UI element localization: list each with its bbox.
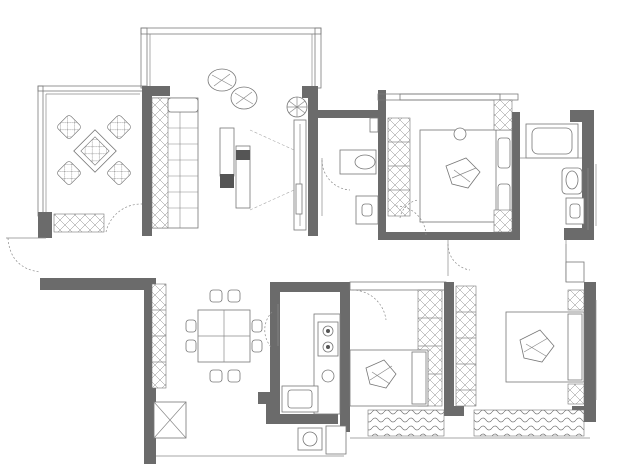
bathroom-1	[295, 117, 379, 225]
master-bed-icon	[419, 129, 513, 223]
bedroom-2	[349, 289, 443, 407]
balcony-terrace	[140, 27, 322, 89]
coffee-table-icon	[219, 127, 251, 209]
dining-area	[151, 283, 263, 389]
nightstand-icon	[493, 99, 513, 233]
fridge-icon	[281, 385, 319, 413]
kitchen	[264, 304, 341, 415]
bed-icon	[505, 311, 585, 383]
lounge-chair-icon	[207, 68, 258, 110]
stove-icon	[317, 321, 339, 357]
dining-table-icon	[185, 289, 263, 383]
wardrobe-icon	[455, 285, 477, 407]
walls	[38, 86, 596, 464]
plant-icon	[286, 96, 308, 118]
bedroom-3	[455, 285, 585, 407]
master-bedroom	[387, 99, 513, 233]
bed-icon	[349, 349, 429, 407]
wardrobe-icon	[387, 117, 411, 217]
ensuite-bathroom	[520, 123, 589, 230]
outdoor-table-icon	[57, 115, 131, 185]
terrace-door	[6, 203, 143, 273]
nightstand-icon	[567, 289, 585, 405]
sideboard-icon	[151, 283, 167, 389]
sofa-icon	[151, 97, 199, 229]
bay-window-seat	[350, 409, 590, 439]
utility-balcony	[153, 401, 347, 457]
windows	[565, 164, 597, 400]
